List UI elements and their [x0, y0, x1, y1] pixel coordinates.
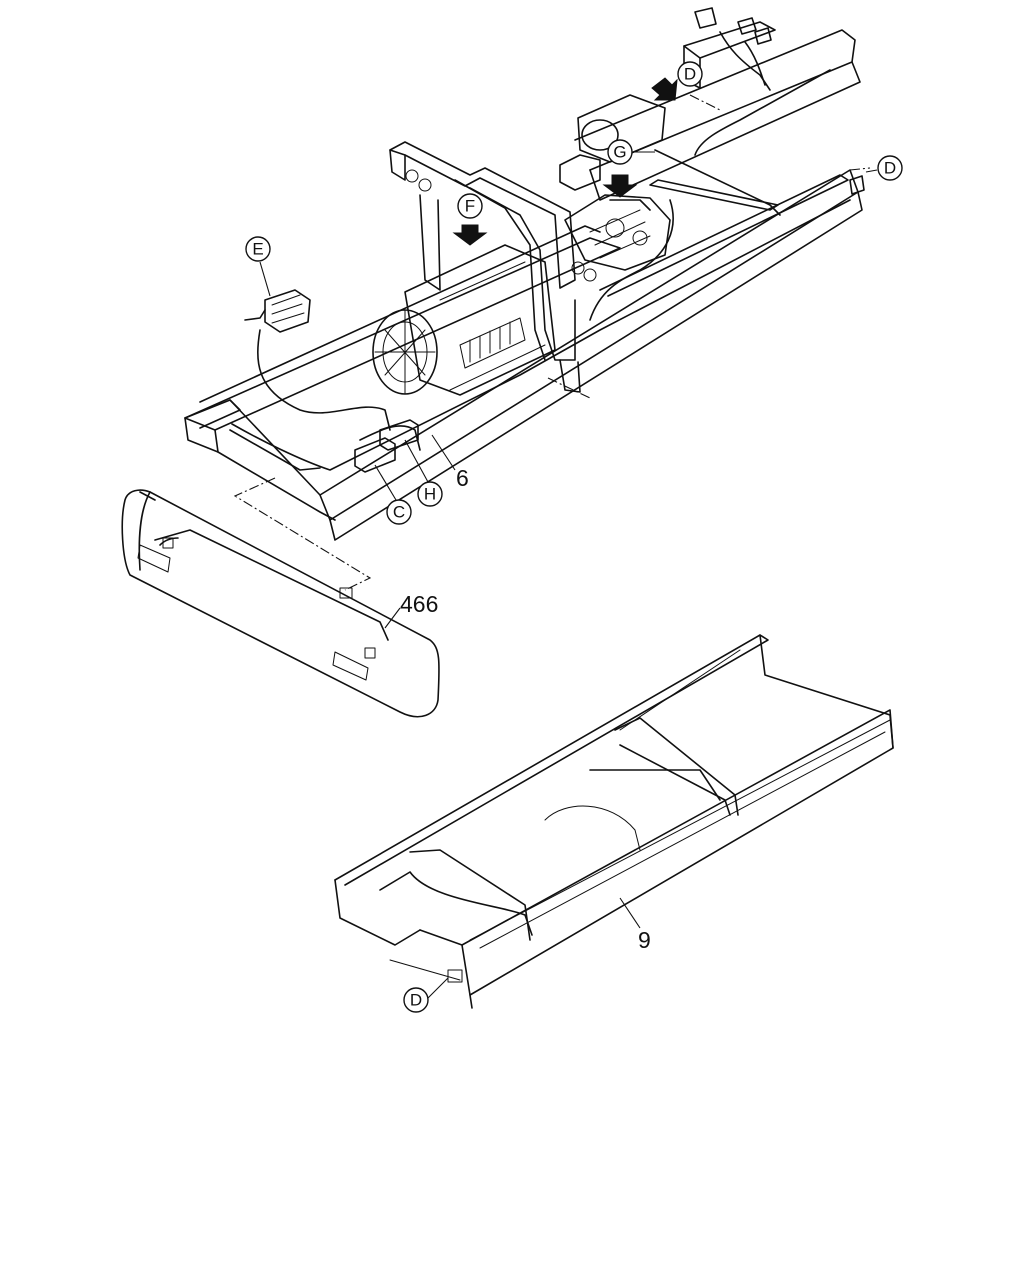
- callout-d-top: D: [651, 61, 703, 101]
- part-number-9: 9: [619, 897, 651, 953]
- rear-tank: [577, 94, 666, 163]
- callout-d-bottom: D: [403, 977, 449, 1013]
- part-number-6: 6: [431, 434, 469, 491]
- alignment-lines-front: [233, 94, 871, 591]
- callout-e: E: [245, 236, 271, 297]
- callout-g-label: G: [613, 143, 626, 162]
- harness-front: [231, 7, 865, 473]
- front-bumper: [121, 489, 440, 718]
- callout-d-bottom-label: D: [410, 991, 422, 1010]
- callout-c: C: [374, 464, 412, 525]
- callout-f-label: F: [465, 197, 475, 216]
- callout-d-top-label: D: [684, 65, 696, 84]
- transmission: [559, 154, 671, 271]
- callout-d-right-label: D: [884, 159, 896, 178]
- front-chassis-frame: [184, 21, 863, 541]
- callout-g: G: [602, 139, 655, 198]
- callout-c-label: C: [393, 503, 405, 522]
- part-number-9-label: 9: [638, 927, 651, 953]
- part-number-466: 466: [384, 591, 438, 629]
- rear-chassis-frame: [334, 634, 894, 1009]
- callout-h: H: [404, 439, 443, 507]
- part-number-6-label: 6: [456, 465, 469, 491]
- callout-d-right: D: [865, 155, 903, 181]
- callout-e-label: E: [252, 240, 263, 259]
- cab-mount-crossmember: [389, 141, 597, 393]
- engine: [372, 244, 556, 396]
- callout-h-label: H: [424, 485, 436, 504]
- part-number-466-label: 466: [400, 591, 438, 617]
- callout-f: F: [452, 193, 488, 246]
